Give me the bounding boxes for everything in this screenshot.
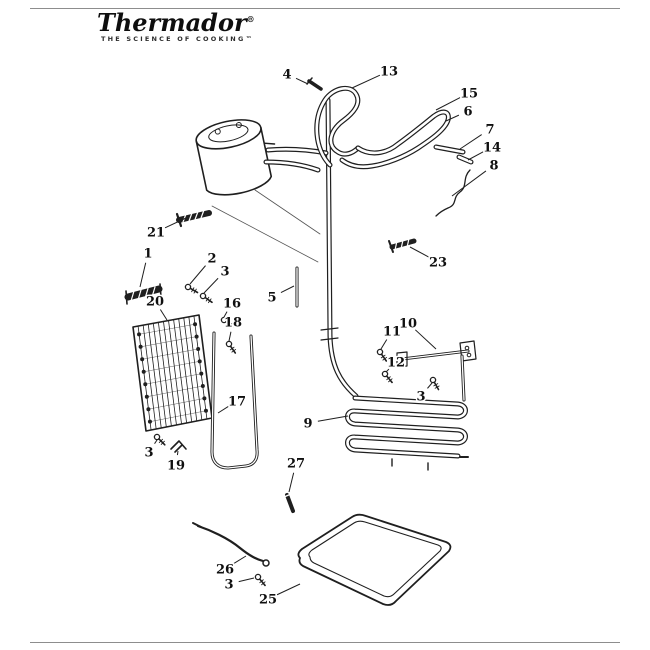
callout-leader bbox=[351, 74, 381, 89]
callout-label-3: 3 bbox=[144, 446, 153, 461]
callout-leader bbox=[317, 415, 349, 422]
callout-label-16: 16 bbox=[223, 297, 241, 312]
callout-label-23: 23 bbox=[429, 256, 447, 271]
bracket-1 bbox=[124, 283, 163, 305]
top-rule bbox=[30, 8, 620, 9]
callout-leader bbox=[459, 134, 482, 150]
callout-label-18: 18 bbox=[224, 316, 242, 331]
condenser-coil bbox=[132, 314, 213, 432]
mounting-stud-21 bbox=[175, 209, 212, 228]
callout-leader bbox=[238, 577, 255, 583]
callout-label-20: 20 bbox=[146, 295, 164, 310]
callout-leader bbox=[164, 217, 187, 229]
heater-rail-10 bbox=[396, 340, 477, 402]
wire-26 bbox=[192, 522, 270, 567]
callout-label-13: 13 bbox=[380, 65, 398, 80]
callout-label-25: 25 bbox=[259, 593, 277, 608]
capillary-tube bbox=[435, 169, 471, 217]
callout-label-15: 15 bbox=[460, 87, 478, 102]
callout-leader bbox=[217, 405, 229, 414]
tube-coupling bbox=[320, 327, 339, 341]
callout-leader bbox=[385, 368, 390, 373]
callout-label-27: 27 bbox=[287, 457, 305, 472]
callout-leader bbox=[445, 114, 460, 122]
callout-label-11: 11 bbox=[383, 325, 401, 340]
brand-wordmark: Thermador bbox=[97, 8, 247, 37]
screws bbox=[153, 283, 440, 587]
callout-label-17: 17 bbox=[228, 395, 246, 410]
callout-leader bbox=[280, 285, 295, 293]
callout-leader bbox=[380, 339, 388, 350]
callout-label-3: 3 bbox=[416, 390, 425, 405]
callout-leader bbox=[233, 555, 247, 565]
callout-label-9: 9 bbox=[303, 417, 312, 432]
pin-4 bbox=[306, 77, 323, 91]
brand-trademark: ® bbox=[246, 14, 255, 24]
callout-leader bbox=[467, 151, 484, 161]
drain-pan-25 bbox=[297, 513, 452, 606]
callout-leader bbox=[223, 311, 228, 318]
callout-label-7: 7 bbox=[485, 123, 494, 138]
callout-leader bbox=[154, 439, 158, 444]
alignment-lines bbox=[211, 189, 321, 263]
callout-label-3: 3 bbox=[220, 265, 229, 280]
compressor bbox=[195, 119, 276, 196]
callout-leader bbox=[159, 309, 168, 321]
callout-leader bbox=[427, 382, 433, 389]
callout-leader bbox=[414, 329, 437, 350]
callout-leader bbox=[409, 246, 430, 258]
pin-27 bbox=[283, 493, 295, 513]
wire-frame-17 bbox=[210, 331, 259, 470]
mounting-stud-23 bbox=[388, 237, 417, 253]
callout-label-6: 6 bbox=[463, 105, 472, 120]
compressor-tubes bbox=[263, 146, 329, 173]
callout-leader bbox=[295, 77, 309, 85]
callout-leader bbox=[435, 97, 461, 111]
main-drain-tube bbox=[325, 97, 359, 399]
callout-label-8: 8 bbox=[489, 159, 498, 174]
callout-label-26: 26 bbox=[216, 563, 234, 578]
callout-label-10: 10 bbox=[399, 317, 417, 332]
callout-leader bbox=[139, 262, 147, 288]
callout-label-1: 1 bbox=[143, 247, 152, 262]
callout-label-12: 12 bbox=[387, 356, 405, 371]
callout-leader bbox=[276, 583, 301, 596]
brand-tagline: THE SCIENCE OF COOKING™ bbox=[101, 35, 255, 43]
callout-label-4: 4 bbox=[282, 68, 291, 83]
callout-label-21: 21 bbox=[147, 226, 165, 241]
callout-leader bbox=[203, 277, 219, 294]
callout-label-14: 14 bbox=[483, 141, 501, 156]
callout-label-19: 19 bbox=[167, 459, 185, 474]
callout-leader bbox=[228, 331, 232, 342]
callout-label-3: 3 bbox=[224, 578, 233, 593]
callout-label-2: 2 bbox=[207, 252, 216, 267]
defrost-heater-9 bbox=[345, 395, 469, 471]
callout-label-5: 5 bbox=[267, 291, 276, 306]
condenser-loop-tubes bbox=[314, 85, 474, 170]
brand-logo: Thermador® bbox=[97, 8, 255, 37]
callout-leader bbox=[288, 472, 295, 493]
bottom-rule bbox=[30, 642, 620, 643]
callout-leader bbox=[189, 265, 206, 285]
callout-leader bbox=[176, 450, 179, 456]
clip-19 bbox=[170, 440, 187, 453]
callout-leader bbox=[451, 170, 487, 197]
